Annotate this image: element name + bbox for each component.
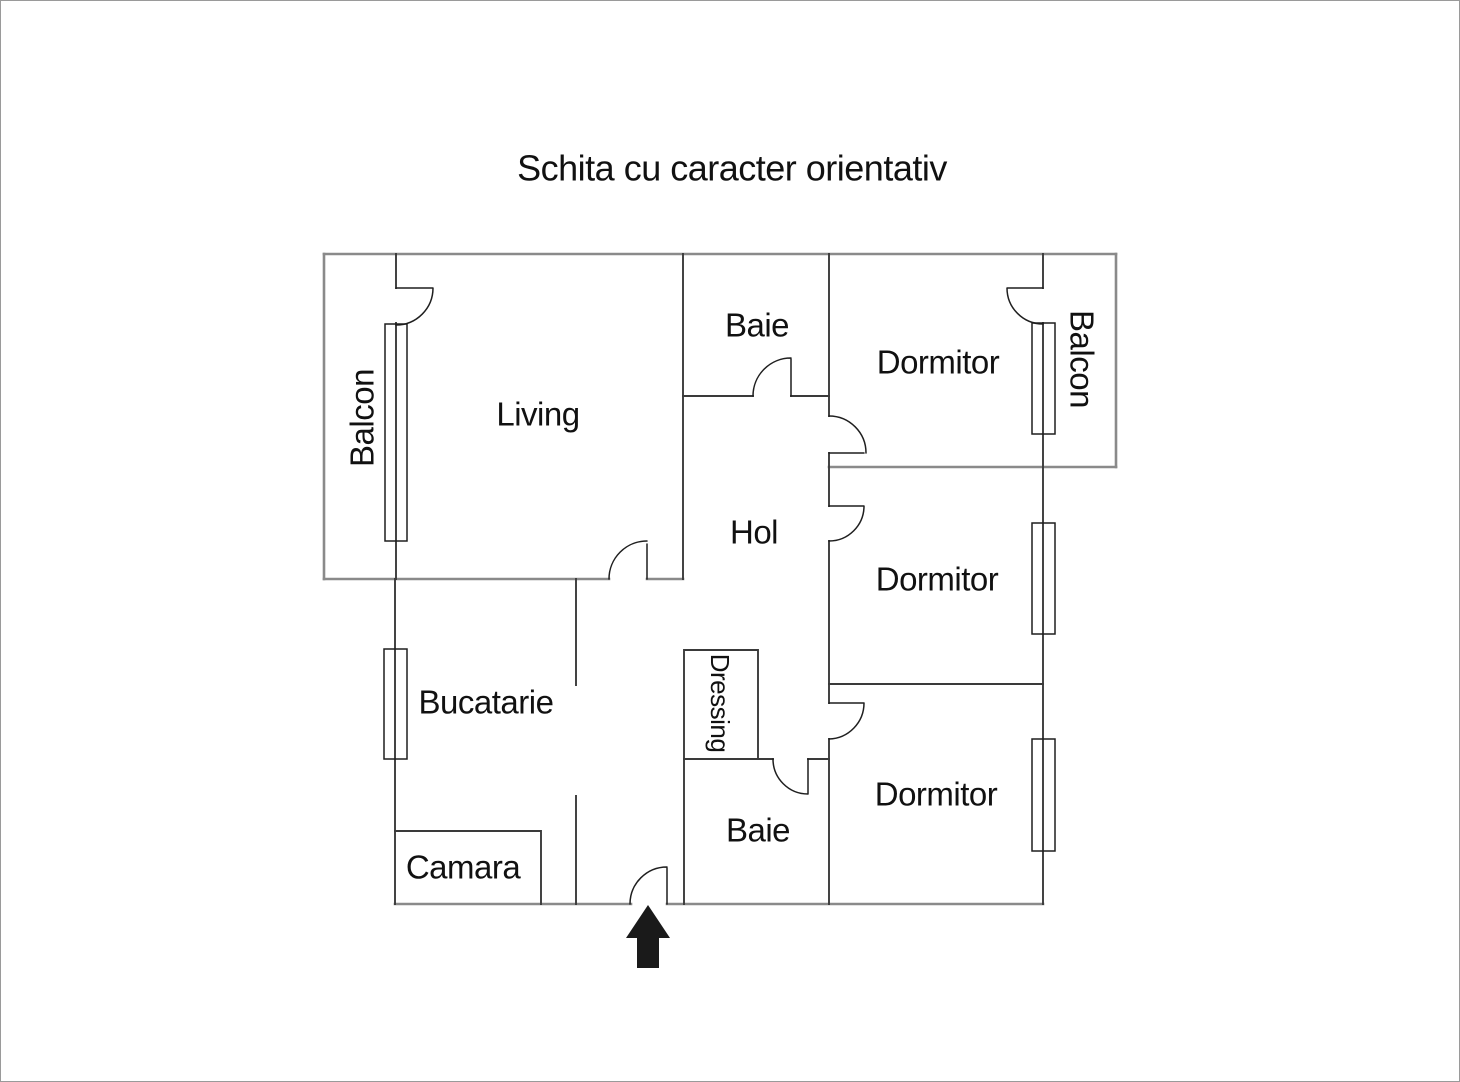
wall-camara-box (394, 830, 542, 905)
window-dormitor-top (1031, 322, 1056, 435)
door-balcony-left (395, 287, 434, 326)
window-bucatarie (383, 648, 408, 760)
room-label-living: Living (496, 396, 579, 433)
entrance-arrow-icon (626, 905, 670, 968)
room-label-baie-top: Baie (725, 307, 789, 344)
room-label-balcon-right: Balcon (1064, 310, 1101, 408)
room-label-balcon-left: Balcon (344, 369, 381, 467)
door-baie-bottom (772, 758, 809, 795)
labels: Schita cu caracter orientativ Balcon Liv… (344, 148, 1101, 886)
door-baie-top (752, 357, 792, 397)
window-dormitor-bottom (1031, 738, 1056, 852)
windows (383, 322, 1056, 852)
window-dormitor-middle (1031, 522, 1056, 635)
room-label-hol: Hol (730, 514, 778, 551)
door-balcony-right (1006, 287, 1044, 325)
room-label-bucatarie: Bucatarie (419, 684, 554, 721)
door-dormitor-middle (828, 505, 865, 542)
room-label-dormitor-bottom: Dormitor (875, 776, 998, 813)
door-dormitor-top (828, 415, 867, 454)
interior-walls (394, 253, 1044, 905)
door-dormitor-bottom (828, 702, 865, 740)
page-title: Schita cu caracter orientativ (517, 148, 947, 189)
room-label-dormitor-mid: Dormitor (876, 561, 999, 598)
window-living-balcony (384, 323, 408, 542)
room-label-dressing: Dressing (705, 654, 735, 753)
door-living (608, 540, 648, 580)
room-label-baie-bottom: Baie (726, 812, 790, 849)
room-label-camara: Camara (406, 849, 522, 886)
wall-dressing-box (683, 649, 759, 905)
door-entrance (629, 866, 668, 905)
outer-walls (322, 252, 1118, 906)
room-label-dormitor-top: Dormitor (877, 344, 1000, 381)
